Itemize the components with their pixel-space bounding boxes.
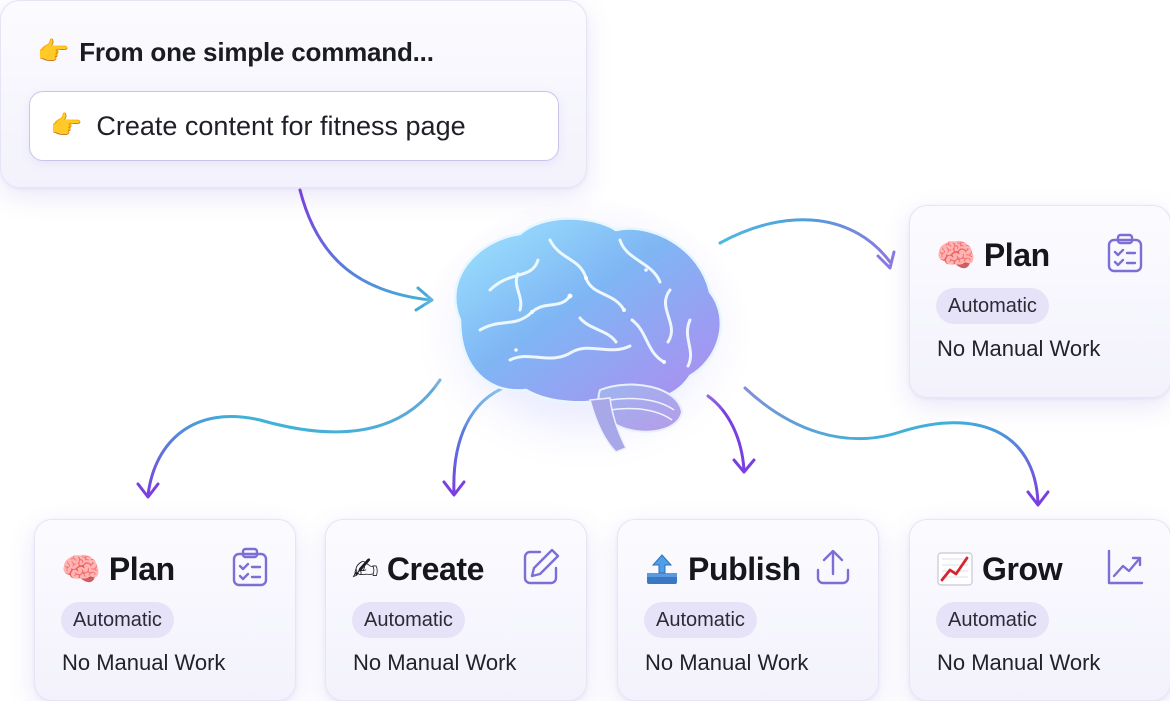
arrow-brain-to-grow [743, 386, 1040, 505]
step-card-publish: Publish Automatic No Manual Work [617, 519, 879, 701]
step-subtitle: No Manual Work [937, 650, 1101, 675]
step-card-create: ✍ Create Automatic No Manual Work [325, 519, 587, 701]
step-card-grow: Grow Automatic No Manual Work [909, 519, 1170, 701]
status-badge: Automatic [936, 288, 1049, 324]
arrow-command-to-brain [298, 188, 432, 302]
step-card-plan-top: 🧠 Plan Automatic No Manual Work [909, 205, 1170, 398]
arrow-brain-to-plan [146, 378, 442, 497]
trending-up-icon [1107, 549, 1144, 585]
step-title: Plan [983, 236, 1050, 273]
status-badge: Automatic [61, 602, 174, 638]
outbox-tray-icon [647, 554, 677, 584]
clipboard-check-icon [1107, 233, 1143, 273]
pointing-hand-icon: 👉 [37, 37, 70, 67]
brain-emoji-icon: 🧠 [61, 550, 101, 588]
step-card-plan: 🧠 Plan Automatic No Manual Work [34, 519, 296, 701]
command-input-value: Create content for fitness page [96, 110, 466, 141]
status-badge: Automatic [352, 602, 465, 638]
step-subtitle: No Manual Work [353, 650, 517, 675]
edit-pencil-icon [523, 548, 560, 585]
step-title: Publish [688, 550, 801, 587]
command-card: 👉 From one simple command... 👉 Create co… [0, 0, 587, 188]
step-title: Grow [982, 550, 1063, 587]
step-subtitle: No Manual Work [937, 336, 1101, 361]
status-badge: Automatic [644, 602, 757, 638]
step-title: Create [386, 550, 485, 587]
pointing-hand-icon: 👉 [50, 111, 83, 141]
status-badge: Automatic [936, 602, 1049, 638]
step-subtitle: No Manual Work [62, 650, 226, 675]
brain-emoji-icon: 🧠 [936, 236, 976, 274]
command-input[interactable]: 👉 Create content for fitness page [29, 91, 559, 161]
chart-increasing-icon [937, 552, 973, 586]
command-heading: 👉 From one simple command... [37, 33, 434, 71]
arrow-brain-to-plan-top [718, 218, 892, 264]
step-subtitle: No Manual Work [645, 650, 809, 675]
brain-icon [420, 200, 750, 470]
upload-icon [816, 549, 850, 585]
command-title: From one simple command... [79, 36, 434, 67]
step-title: Plan [108, 550, 175, 587]
clipboard-check-icon [232, 547, 268, 587]
writing-hand-icon: ✍ [352, 550, 379, 588]
